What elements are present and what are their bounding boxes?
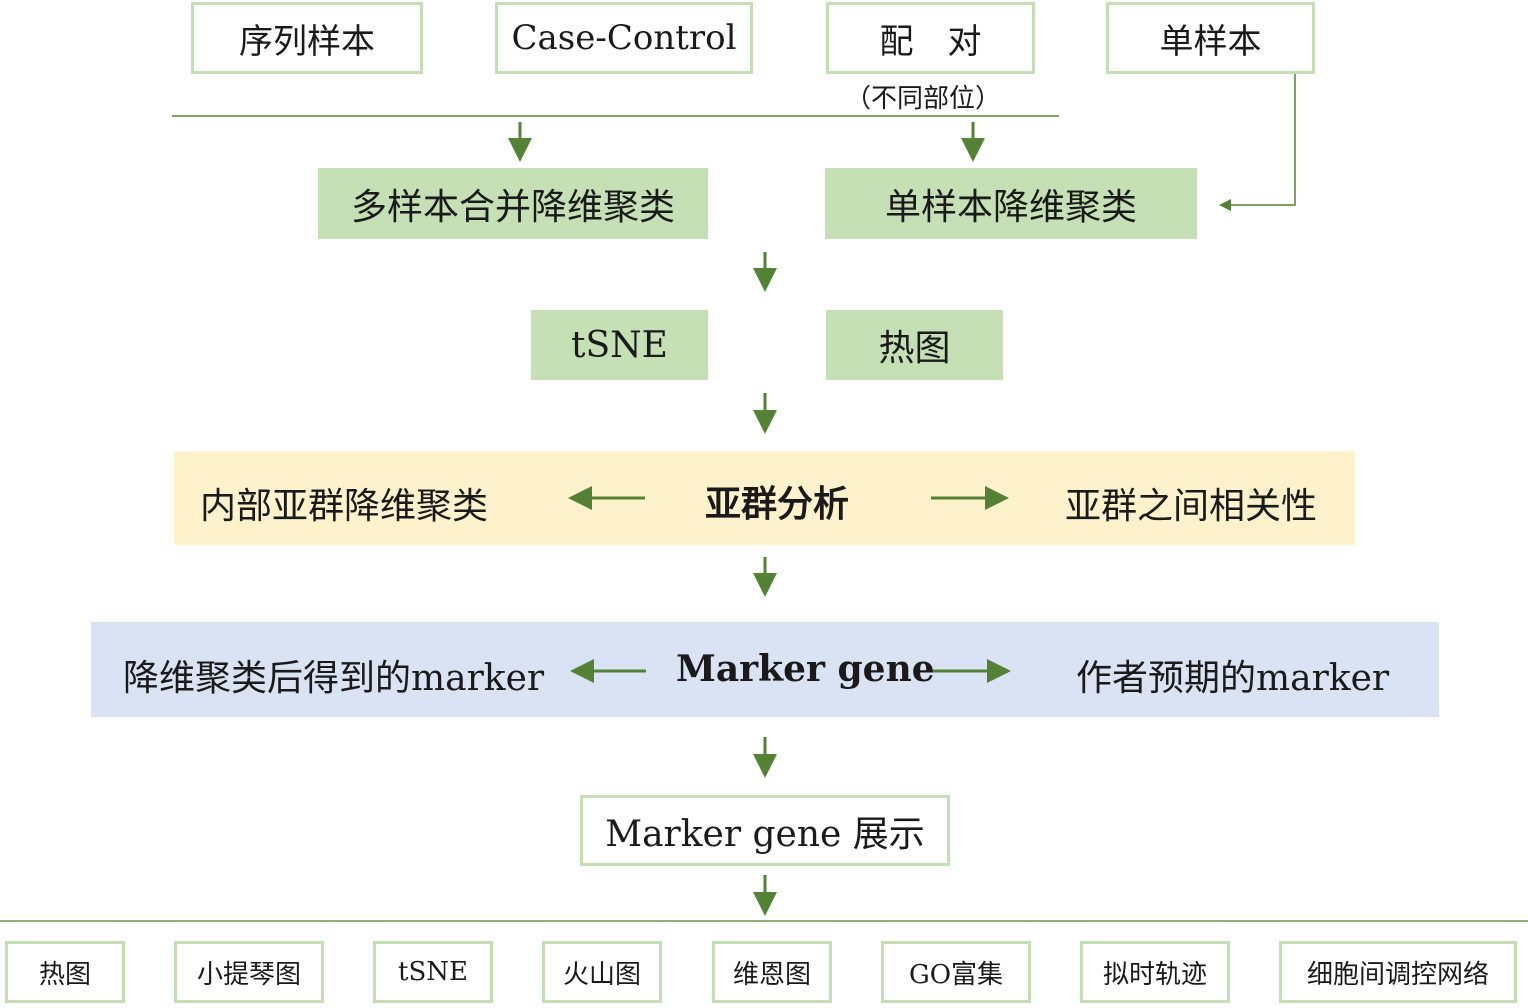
marker-from-clustering: 降维聚类后得到的marker	[123, 658, 545, 699]
input-sequence-samples-label: 序列样本	[239, 21, 375, 62]
subgroup-correlation: 亚群之间相关性	[1065, 486, 1318, 527]
input-paired-note: （不同部位）	[845, 84, 1002, 114]
output-go-enrichment-label: GO富集	[908, 959, 1004, 990]
input-case-control-label: Case-Control	[511, 18, 737, 58]
marker-band	[91, 622, 1439, 717]
multi-sample-clustering-label: 多样本合并降维聚类	[350, 186, 675, 228]
subgroup-internal-clustering: 内部亚群降维聚类	[200, 486, 489, 527]
output-pseudotime-label: 拟时轨迹	[1102, 959, 1207, 990]
marker-expected: 作者预期的marker	[1076, 658, 1390, 699]
output-heatmap: 热图	[5, 941, 125, 1003]
input-paired: 配 对	[826, 2, 1035, 74]
input-paired-label: 配 对	[879, 21, 982, 62]
subgroup-analysis-title: 亚群分析	[705, 483, 850, 525]
single-sample-elbow	[1219, 74, 1296, 211]
viz-heatmap-label: 热图	[878, 328, 951, 369]
viz-heatmap: 热图	[826, 310, 1003, 380]
marker-gene-title: Marker gene	[676, 648, 935, 690]
output-volcano-plot: 火山图	[542, 941, 662, 1003]
output-volcano-plot-label: 火山图	[562, 959, 641, 990]
input-sequence-samples: 序列样本	[191, 2, 423, 74]
viz-tsne-label: tSNE	[571, 324, 668, 366]
output-venn-diagram: 维恩图	[712, 941, 832, 1003]
single-sample-clustering: 单样本降维聚类	[825, 168, 1197, 239]
output-pseudotime: 拟时轨迹	[1080, 941, 1230, 1003]
output-violin-plot-label: 小提琴图	[196, 959, 301, 990]
input-case-control: Case-Control	[495, 2, 753, 74]
input-single-sample: 单样本	[1106, 2, 1315, 74]
input-single-sample-label: 单样本	[1159, 21, 1262, 62]
output-go-enrichment: GO富集	[881, 941, 1031, 1003]
output-tsne-label: tSNE	[398, 957, 468, 987]
output-heatmap-label: 热图	[38, 959, 91, 990]
single-sample-clustering-label: 单样本降维聚类	[884, 186, 1137, 228]
marker-gene-display-label: Marker gene 展示	[605, 813, 925, 855]
viz-tsne: tSNE	[531, 310, 708, 380]
output-venn-diagram-label: 维恩图	[732, 959, 811, 990]
subgroup-band	[174, 451, 1355, 545]
multi-sample-clustering: 多样本合并降维聚类	[318, 168, 708, 239]
marker-gene-display: Marker gene 展示	[580, 795, 950, 866]
output-cell-network: 细胞间调控网络	[1279, 941, 1517, 1003]
output-cell-network-label: 细胞间调控网络	[1306, 959, 1489, 990]
output-tsne: tSNE	[373, 941, 493, 1003]
output-violin-plot: 小提琴图	[174, 941, 324, 1003]
